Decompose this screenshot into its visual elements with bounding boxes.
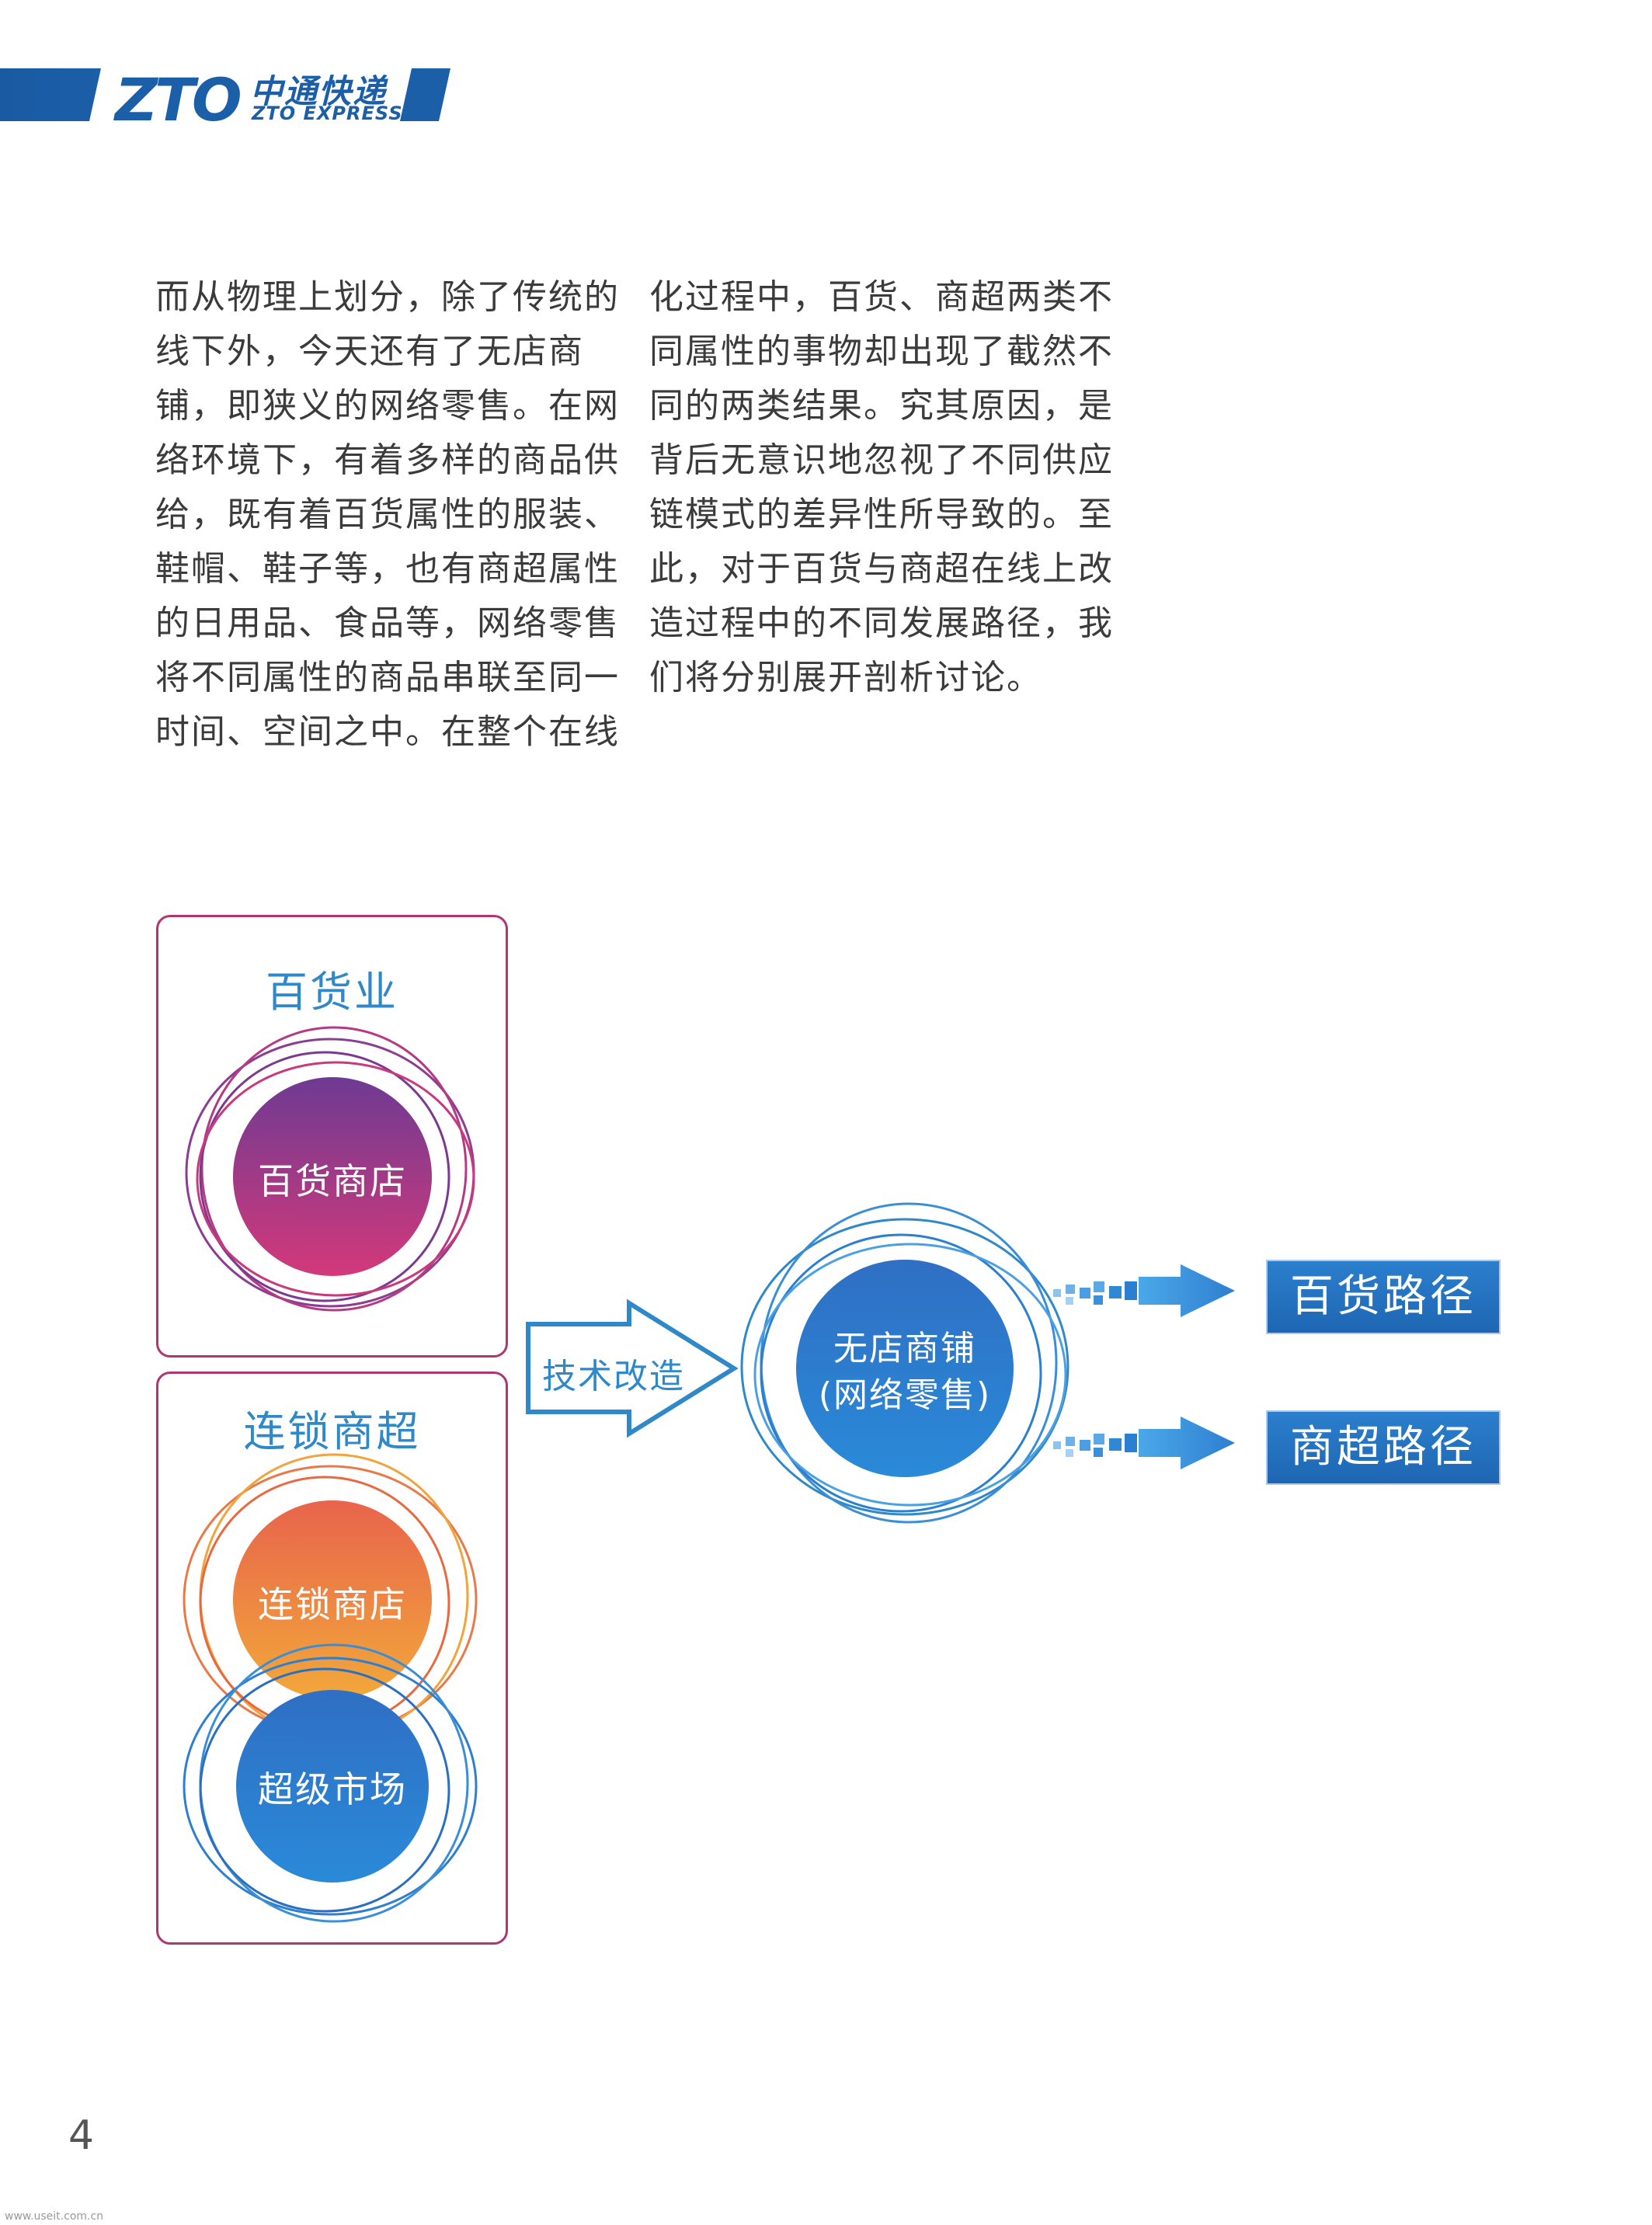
label-chain-store: 连锁商店 xyxy=(258,1584,407,1625)
logo-en: ZTO EXPRESS xyxy=(252,103,403,124)
text-line: 给，既有着百货属性的服装、 xyxy=(155,495,620,534)
circle-department-store xyxy=(233,1077,432,1276)
text-column-2: 化过程中，百货、商超两类不 同属性的事物却出现了截然不 同的两类结果。究其原因，… xyxy=(649,270,1114,705)
route-department: 百货路径 xyxy=(1266,1260,1501,1334)
text-line: 将不同属性的商品串联至同一 xyxy=(155,658,620,697)
route-supermarket: 商超路径 xyxy=(1266,1410,1501,1485)
circle-chain-store xyxy=(233,1500,432,1699)
panel-department-store: 百货业 xyxy=(156,915,508,1358)
rings-department-store xyxy=(185,1026,475,1312)
header-band xyxy=(0,0,1652,124)
text-line: 而从物理上划分，除了传统的 xyxy=(155,277,620,317)
text-line: 化过程中，百货、商超两类不 xyxy=(649,277,1114,317)
text-line: 造过程中的不同发展路径，我 xyxy=(649,603,1114,643)
label-supermarket: 超级市场 xyxy=(258,1768,407,1810)
text-line: 同的两类结果。究其原因，是 xyxy=(649,386,1114,426)
pixel-arrow-2 xyxy=(1053,1417,1235,1469)
text-line: 络环境下，有着多样的商品供 xyxy=(155,440,620,480)
logo-mark: ZTO xyxy=(115,65,242,134)
tech-arrow-label: 技术改造 xyxy=(542,1357,685,1396)
text-line: 们将分别展开剖析讨论。 xyxy=(649,658,1042,697)
text-line: 链模式的差异性所导致的。至 xyxy=(649,495,1114,534)
rings-online-retail xyxy=(740,1202,1069,1524)
text-line: 背后无意识地忽视了不同供应 xyxy=(649,440,1114,480)
circle-supermarket xyxy=(236,1690,429,1883)
page-number: 4 xyxy=(68,2112,95,2159)
text-column-1: 而从物理上划分，除了传统的 线下外，今天还有了无店商 铺，即狭义的网络零售。在网… xyxy=(155,270,620,760)
text-line: 同属性的事物却出现了截然不 xyxy=(649,332,1114,371)
text-line: 线下外，今天还有了无店商 xyxy=(155,332,584,371)
text-line: 铺，即狭义的网络零售。在网 xyxy=(155,386,620,426)
circle-online-retail xyxy=(796,1260,1014,1477)
label-online-retail-1: 无店商铺 xyxy=(833,1329,976,1368)
text-line: 此，对于百货与商超在线上改 xyxy=(649,549,1114,589)
label-department-store: 百货商店 xyxy=(258,1160,407,1202)
zto-logo-band xyxy=(0,68,450,121)
text-line: 时间、空间之中。在整个在线 xyxy=(155,712,620,752)
text-line: 鞋帽、鞋子等，也有商超属性 xyxy=(155,549,620,589)
logo-cn: 中通快递 xyxy=(250,72,388,110)
panel-chain-supermarket: 连锁商超 xyxy=(156,1372,508,1945)
tech-arrow-shape xyxy=(526,1298,739,1438)
text-line: 的日用品、食品等，网络零售 xyxy=(155,603,620,643)
watermark: www.useit.com.cn xyxy=(5,2210,104,2223)
rings-supermarket xyxy=(183,1643,478,1923)
label-online-retail-2: (网络零售) xyxy=(818,1375,992,1415)
pixel-arrow-1 xyxy=(1053,1264,1235,1317)
panel-title-chain: 连锁商超 xyxy=(243,1407,421,1456)
panel-title-department: 百货业 xyxy=(266,968,398,1017)
